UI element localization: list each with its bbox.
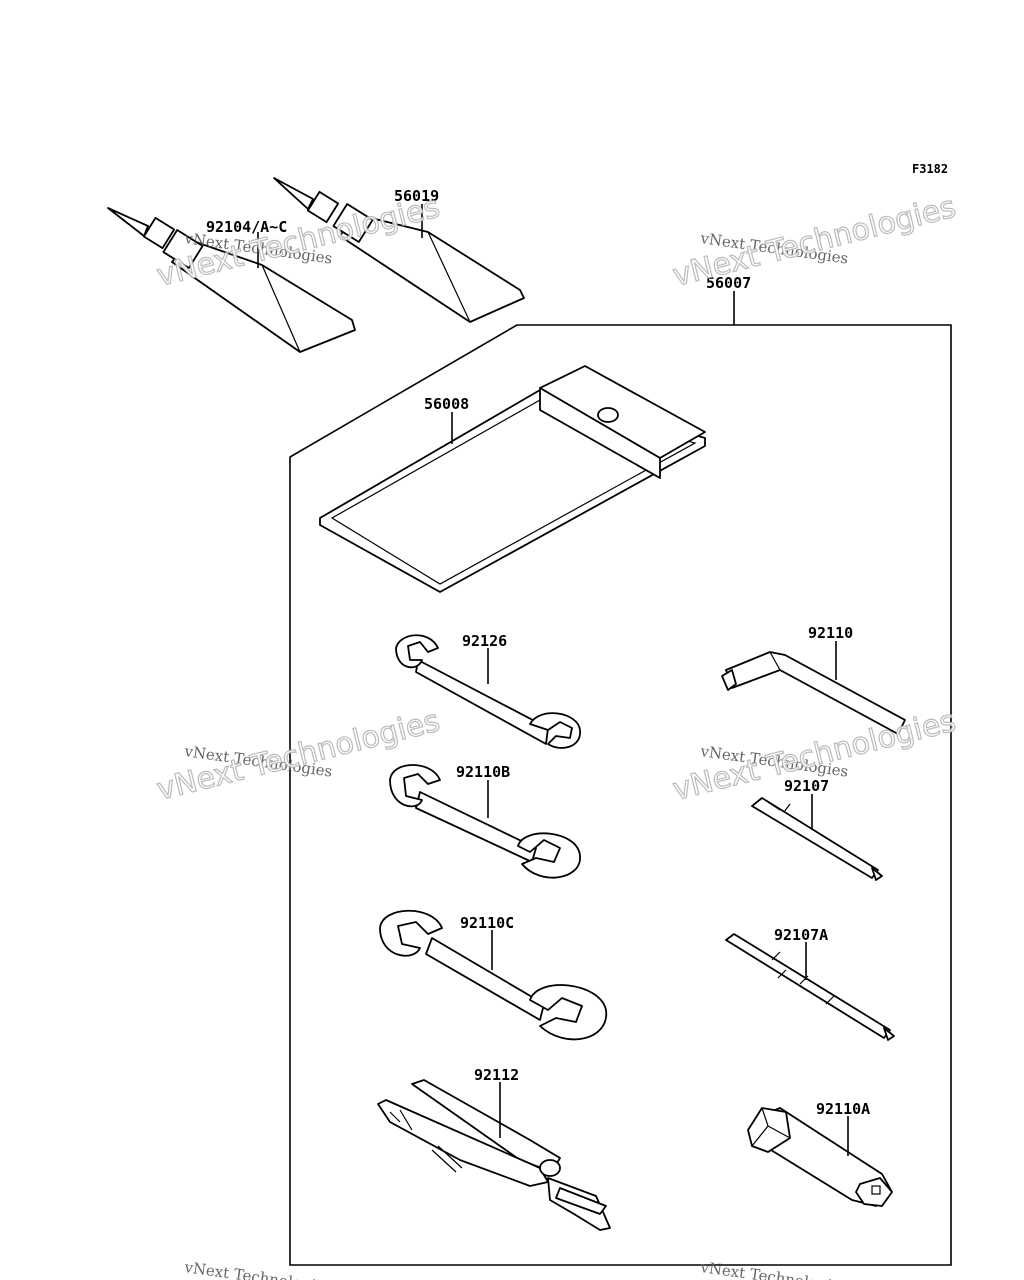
label-92110C[interactable]: 92110C (460, 914, 514, 932)
watermark-text: vNext Technologies (182, 1258, 333, 1280)
screwdriver-92107A[interactable] (725, 933, 895, 1041)
tube-56019[interactable] (273, 177, 525, 323)
tool-bag-56008[interactable] (319, 365, 706, 593)
watermark-bottom-left: vNext Technologies (182, 1258, 333, 1280)
wrench-92126[interactable] (395, 634, 581, 749)
label-56007[interactable]: 56007 (706, 274, 751, 292)
figure-code: F3182 (912, 162, 948, 176)
label-92107A[interactable]: 92107A (774, 926, 828, 944)
wrench-92110B[interactable] (389, 764, 581, 879)
label-92110B[interactable]: 92110B (456, 763, 510, 781)
screwdriver-92107[interactable] (751, 797, 883, 881)
label-92110A[interactable]: 92110A (816, 1100, 870, 1118)
label-56008[interactable]: 56008 (424, 395, 469, 413)
watermark-bottom-right: vNext Technologies (698, 1258, 849, 1280)
watermark-top-right: vNext Technologies vNext Technologies (669, 189, 960, 294)
label-92104[interactable]: 92104/A~C (206, 218, 287, 236)
label-56019[interactable]: 56019 (394, 187, 439, 205)
toolkit-outline (289, 324, 952, 1266)
pliers-92112[interactable] (377, 1079, 611, 1231)
hex-key-92110[interactable] (721, 651, 906, 735)
label-92110[interactable]: 92110 (808, 624, 853, 642)
label-92112[interactable]: 92112 (474, 1066, 519, 1084)
box-wrench-92110A[interactable] (747, 1107, 893, 1207)
label-92107[interactable]: 92107 (784, 777, 829, 795)
wrench-92110C[interactable] (379, 909, 607, 1041)
tube-92104[interactable] (107, 207, 356, 353)
label-92126[interactable]: 92126 (462, 632, 507, 650)
watermark-text: vNext Technologies (698, 1258, 849, 1280)
